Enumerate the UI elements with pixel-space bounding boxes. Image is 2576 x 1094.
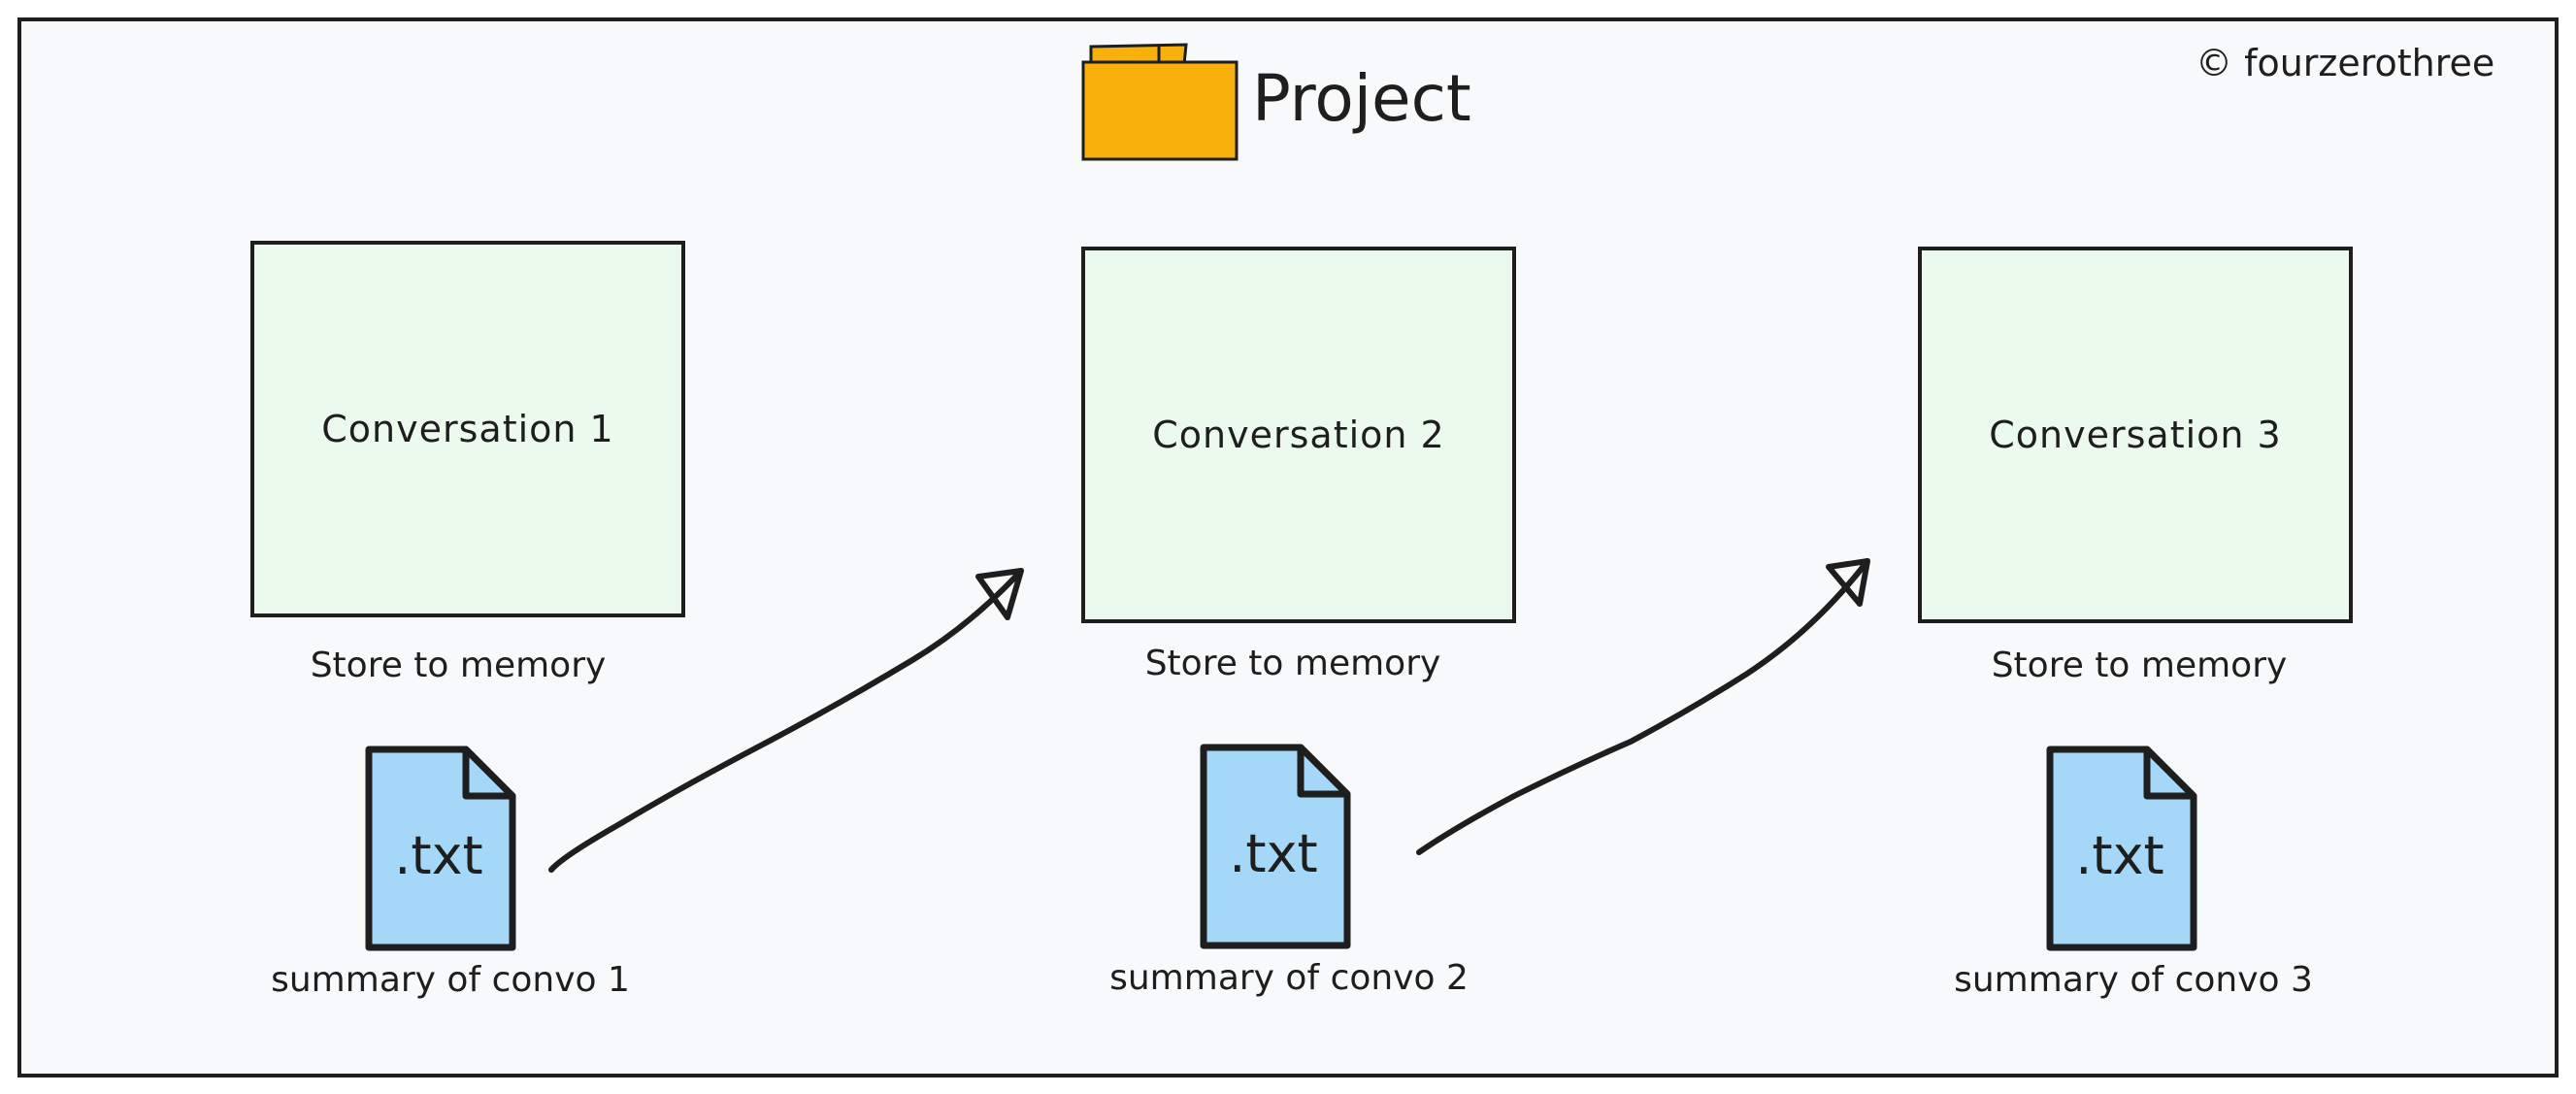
store-memory-label-1: Store to memory bbox=[310, 646, 607, 685]
summary-label-1: summary of convo 1 bbox=[271, 960, 630, 1000]
file-extension-label: .txt bbox=[2075, 825, 2163, 886]
conversation-label: Conversation 1 bbox=[321, 408, 614, 450]
store-memory-label-2: Store to memory bbox=[1144, 644, 1441, 683]
conversation-label: Conversation 3 bbox=[1989, 414, 2282, 456]
conversation-box-2: Conversation 2 bbox=[1081, 247, 1516, 623]
conversation-box-1: Conversation 1 bbox=[250, 241, 685, 617]
copyright-text: © fourzerothree bbox=[2196, 42, 2495, 84]
project-title: Project bbox=[1252, 61, 1471, 136]
conversation-box-3: Conversation 3 bbox=[1918, 247, 2353, 623]
text-file-icon: .txt bbox=[2046, 746, 2197, 951]
arrow-icon bbox=[1416, 558, 1870, 855]
summary-label-3: summary of convo 3 bbox=[1954, 960, 2313, 1000]
arrow-icon bbox=[548, 568, 1024, 873]
conversation-label: Conversation 2 bbox=[1152, 414, 1445, 456]
file-extension-label: .txt bbox=[1229, 823, 1317, 884]
text-file-icon: .txt bbox=[1200, 744, 1351, 949]
text-file-icon: .txt bbox=[365, 746, 516, 951]
folder-icon bbox=[1081, 43, 1238, 161]
file-extension-label: .txt bbox=[394, 825, 482, 886]
store-memory-label-3: Store to memory bbox=[1991, 646, 2288, 685]
summary-label-2: summary of convo 2 bbox=[1109, 958, 1469, 998]
